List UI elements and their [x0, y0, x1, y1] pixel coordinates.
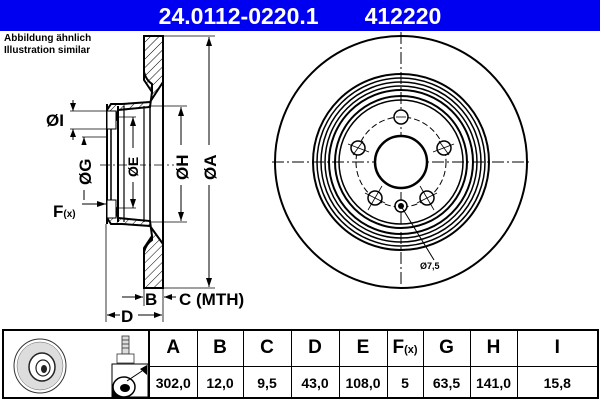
- dim-label-C: C (MTH): [179, 290, 244, 309]
- header-A: A: [150, 331, 197, 367]
- header-C: C: [242, 331, 291, 367]
- dim-label-A: ØA: [201, 155, 220, 181]
- table-values-row: 302,0 12,0 9,5 43,0 108,0 5 63,5 141,0 1…: [150, 366, 597, 399]
- header-F: F(x): [386, 331, 423, 367]
- cleaning-spray-icon: [111, 363, 149, 398]
- caption-english: Illustration similar: [4, 45, 91, 56]
- header-E: E: [338, 331, 387, 367]
- table-header-row: A B C D E F(x) G H I: [150, 331, 597, 367]
- dim-label-G: ØG: [76, 159, 95, 185]
- header-I: I: [516, 331, 597, 367]
- dim-label-B: B: [145, 290, 157, 309]
- header-B: B: [196, 331, 243, 367]
- dim-label-F: F(x): [53, 202, 76, 221]
- front-view: Ø7,5: [272, 32, 532, 292]
- title-bar: 24.0112-0220.1 412220: [0, 0, 600, 31]
- dimension-table: A B C D E F(x) G H I 302,0 12,0 9,5 43,0…: [150, 331, 597, 399]
- value-C: 9,5: [242, 366, 291, 399]
- small-hole-label: Ø7,5: [420, 261, 440, 271]
- dim-label-I: ØI: [46, 111, 64, 130]
- header-D: D: [290, 331, 339, 367]
- value-F: 5: [386, 366, 423, 399]
- caption-german: Abbildung ähnlich: [4, 33, 92, 44]
- value-B: 12,0: [196, 366, 243, 399]
- dim-label-D: D: [121, 307, 133, 326]
- spec-table: A B C D E F(x) G H I 302,0 12,0 9,5 43,0…: [2, 329, 599, 399]
- dim-label-H: ØH: [173, 155, 192, 181]
- dim-label-E: ØE: [125, 157, 141, 177]
- disc-section-bottom: [106, 207, 164, 289]
- bolt-icon: [116, 335, 135, 364]
- value-I: 15,8: [516, 366, 597, 399]
- header-G: G: [422, 331, 470, 367]
- value-H: 141,0: [469, 366, 517, 399]
- disc-section-top: [106, 35, 164, 121]
- value-E: 108,0: [338, 366, 387, 399]
- icon-panel: [4, 331, 150, 398]
- section-view: ØA ØH ØE ØG ØI F(x): [46, 35, 244, 326]
- value-G: 63,5: [422, 366, 470, 399]
- center-bore: [373, 134, 429, 190]
- outer-edge: [274, 35, 528, 289]
- header-H: H: [469, 331, 517, 367]
- technical-drawing: ØA ØH ØE ØG ØI F(x): [46, 32, 532, 326]
- part-number: 24.0112-0220.1: [158, 2, 319, 29]
- brake-disc-icon: [13, 338, 67, 394]
- reference-number: 412220: [364, 2, 442, 29]
- value-D: 43,0: [290, 366, 339, 399]
- illustration-caption: Abbildung ähnlich Illustration similar: [4, 33, 91, 57]
- value-A: 302,0: [155, 374, 191, 391]
